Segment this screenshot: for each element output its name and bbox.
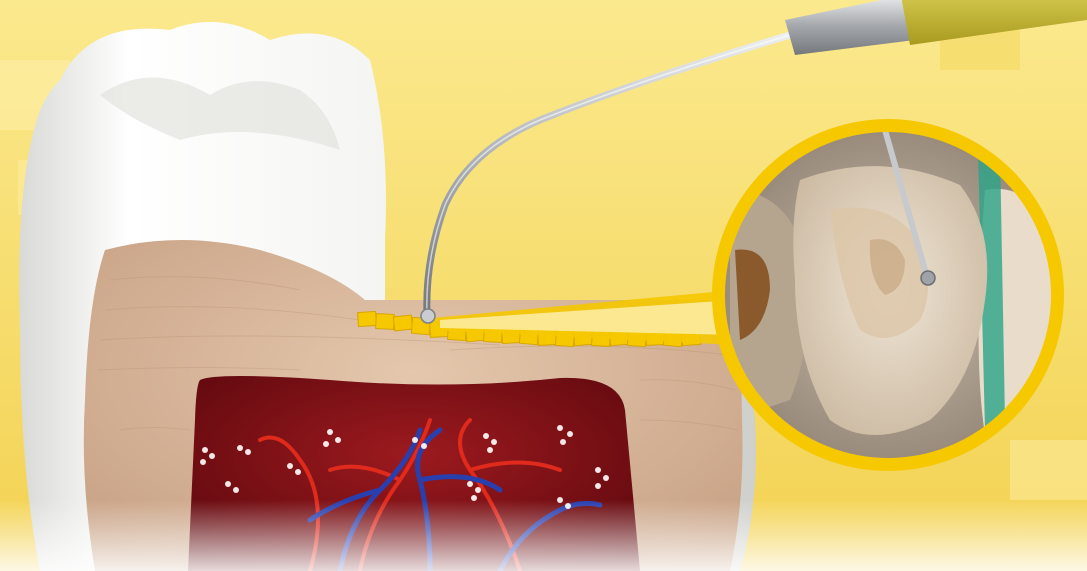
- magnifier-circle-icon: [712, 119, 1064, 471]
- background-square: [1010, 440, 1087, 500]
- bottom-fade: [0, 500, 1087, 571]
- probe-tip: [421, 309, 435, 323]
